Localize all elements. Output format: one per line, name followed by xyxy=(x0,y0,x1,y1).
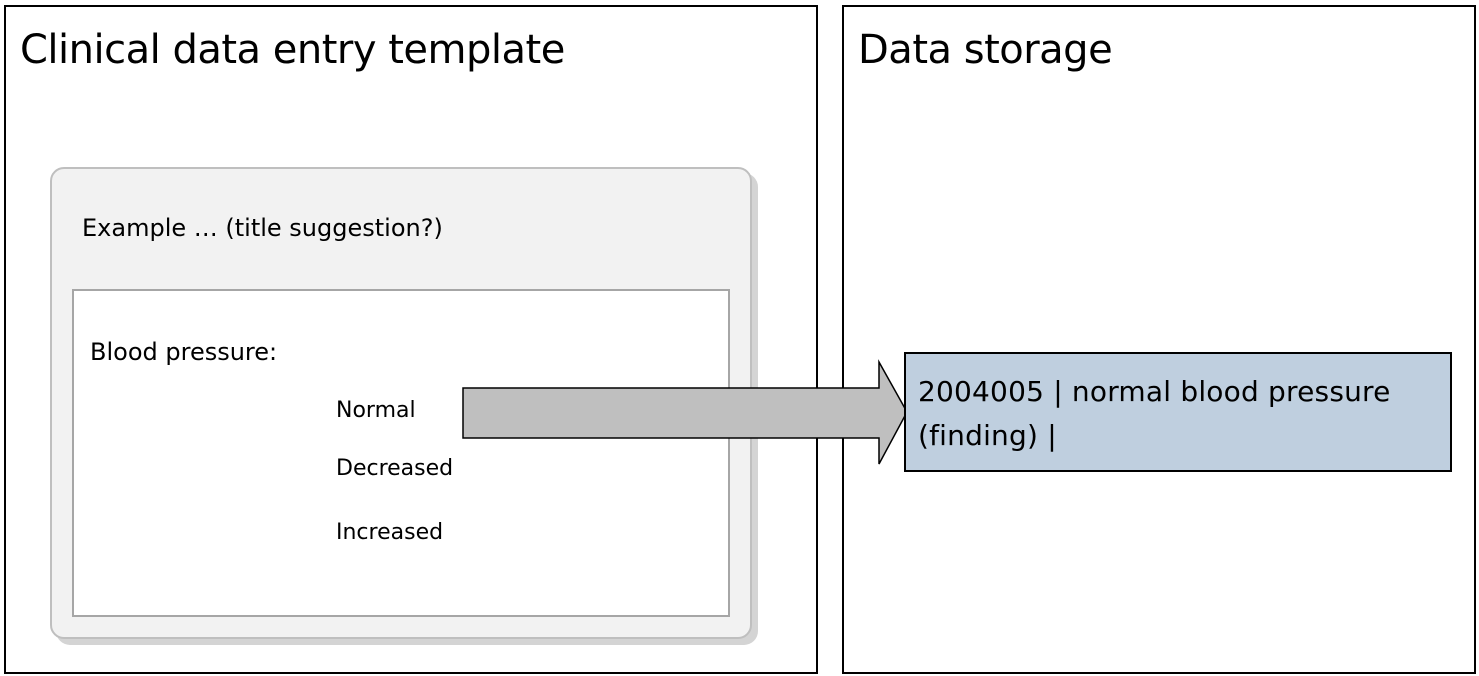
data-storage-panel: Data storage xyxy=(842,5,1476,674)
option-normal[interactable]: Normal xyxy=(336,398,416,423)
option-increased[interactable]: Increased xyxy=(336,520,444,545)
option-decreased[interactable]: Decreased xyxy=(336,456,454,481)
panel-title-storage: Data storage xyxy=(858,27,1113,73)
blood-pressure-label: Blood pressure: xyxy=(90,338,278,366)
storage-entry-text: 2004005 | normal blood pressure (finding… xyxy=(918,375,1391,452)
form-field-area: Blood pressure: Normal Decreased Increas… xyxy=(72,289,730,617)
panel-title-template: Clinical data entry template xyxy=(20,27,565,73)
form-title: Example … (title suggestion?) xyxy=(82,214,443,242)
storage-entry-box: 2004005 | normal blood pressure (finding… xyxy=(904,352,1452,472)
form-card: Example … (title suggestion?) Blood pres… xyxy=(50,167,752,639)
clinical-template-panel: Clinical data entry template Example … (… xyxy=(4,5,818,674)
